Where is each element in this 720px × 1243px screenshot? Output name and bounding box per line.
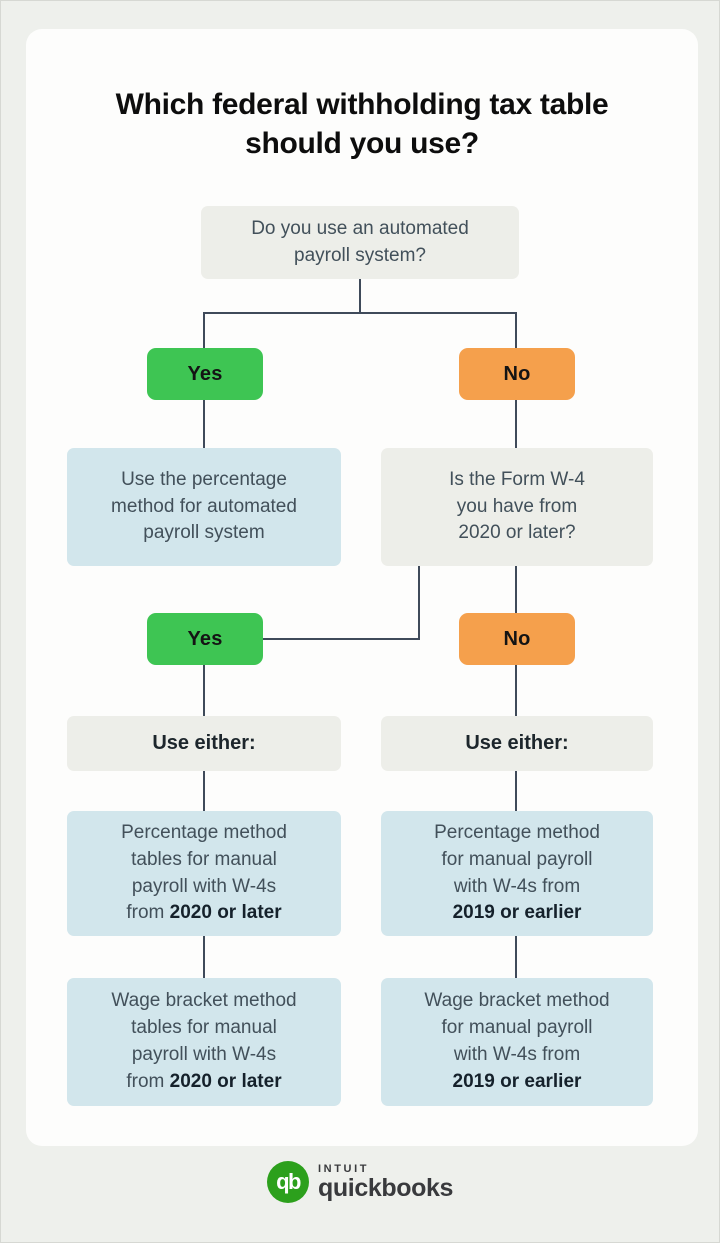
- option-line: Percentage method: [121, 821, 287, 843]
- option-line: 2019 or earlier: [424, 1069, 609, 1096]
- connector-line: [515, 566, 517, 613]
- connector-line: [515, 936, 517, 978]
- option-line-bold: 2019 or earlier: [452, 1070, 582, 1092]
- option-line: Percentage method: [434, 821, 600, 843]
- option-box-percentage-2020: Percentage method tables for manual payr…: [67, 811, 341, 936]
- connector-line: [515, 312, 517, 348]
- page-title-text: Which federal withholding tax table shou…: [115, 88, 609, 161]
- option-line: tables for manual: [131, 1017, 277, 1039]
- badge-yes-1: Yes: [147, 348, 263, 400]
- option-line: with W-4s from: [453, 875, 581, 897]
- qb-monogram-text: qb: [276, 1169, 301, 1194]
- option-text: Percentage method tables for manual payr…: [121, 820, 287, 928]
- connector-line: [515, 400, 517, 448]
- badge-yes-1-label: Yes: [187, 362, 223, 385]
- brand-wordmark: INTUIT quickbooks: [318, 1163, 453, 1201]
- connector-line: [515, 665, 517, 716]
- option-text: Wage bracket method for manual payroll w…: [424, 988, 609, 1096]
- use-either-left: Use either:: [67, 716, 341, 771]
- option-line-bold: 2020 or later: [169, 902, 282, 924]
- connector-line: [203, 400, 205, 448]
- option-line: tables for manual: [131, 848, 277, 870]
- badge-no-1-label: No: [503, 362, 531, 385]
- connector-line: [203, 665, 205, 716]
- use-either-right: Use either:: [381, 716, 653, 771]
- connector-line: [359, 279, 361, 314]
- option-line: Wage bracket method: [424, 990, 610, 1012]
- option-box-wage-bracket-2020: Wage bracket method tables for manual pa…: [67, 978, 341, 1106]
- use-either-left-label: Use either:: [152, 732, 256, 754]
- question-box-w4-year: Is the Form W-4 you have from 2020 or la…: [381, 448, 653, 566]
- badge-yes-2: Yes: [147, 613, 263, 665]
- option-text: Percentage method for manual payroll wit…: [434, 820, 600, 928]
- page-title: Which federal withholding tax table shou…: [26, 85, 698, 163]
- option-text: Wage bracket method tables for manual pa…: [111, 988, 296, 1096]
- option-line: with W-4s from: [453, 1044, 581, 1065]
- question2-text: Is the Form W-4 you have from 2020 or la…: [449, 468, 585, 544]
- option-line: Wage bracket method: [111, 990, 297, 1012]
- connector-line: [515, 771, 517, 811]
- brand-intuit-text: INTUIT: [318, 1162, 370, 1175]
- option-line-bold: 2019 or earlier: [452, 902, 582, 924]
- option-line-bold: 2020 or later: [169, 1070, 282, 1092]
- option-line: from 2020 or later: [121, 900, 287, 927]
- option-line: from 2020 or later: [111, 1069, 296, 1096]
- question-box-automated-payroll: Do you use an automated payroll system?: [201, 206, 519, 279]
- option-line: for manual payroll: [441, 848, 593, 870]
- connector-line: [418, 566, 420, 640]
- yes-result-text: Use the percentage method for automated …: [111, 468, 297, 544]
- use-either-right-label: Use either:: [465, 732, 569, 754]
- brand-quickbooks-text: quickbooks: [318, 1173, 453, 1202]
- option-box-wage-bracket-2019: Wage bracket method for manual payroll w…: [381, 978, 653, 1106]
- badge-no-2: No: [459, 613, 575, 665]
- option-line-prefix: from: [126, 1070, 170, 1092]
- infographic-card: Which federal withholding tax table shou…: [26, 29, 698, 1146]
- result-box-percentage-automated: Use the percentage method for automated …: [67, 448, 341, 566]
- option-line: payroll with W-4s: [131, 1044, 277, 1065]
- badge-no-2-label: No: [503, 627, 531, 650]
- connector-line: [263, 638, 420, 640]
- option-line: 2019 or earlier: [434, 900, 600, 927]
- question1-text: Do you use an automated payroll system?: [251, 217, 469, 266]
- option-line: payroll with W-4s: [131, 875, 277, 897]
- badge-no-1: No: [459, 348, 575, 400]
- connector-line: [203, 936, 205, 978]
- connector-line: [203, 312, 517, 314]
- connector-line: [203, 771, 205, 811]
- quickbooks-logo-icon: qb: [267, 1161, 310, 1203]
- option-line-prefix: from: [126, 902, 170, 924]
- option-line: for manual payroll: [441, 1017, 593, 1039]
- badge-yes-2-label: Yes: [187, 627, 223, 650]
- option-box-percentage-2019: Percentage method for manual payroll wit…: [381, 811, 653, 936]
- connector-line: [203, 312, 205, 348]
- footer-logo: qb INTUIT quickbooks: [1, 1161, 719, 1203]
